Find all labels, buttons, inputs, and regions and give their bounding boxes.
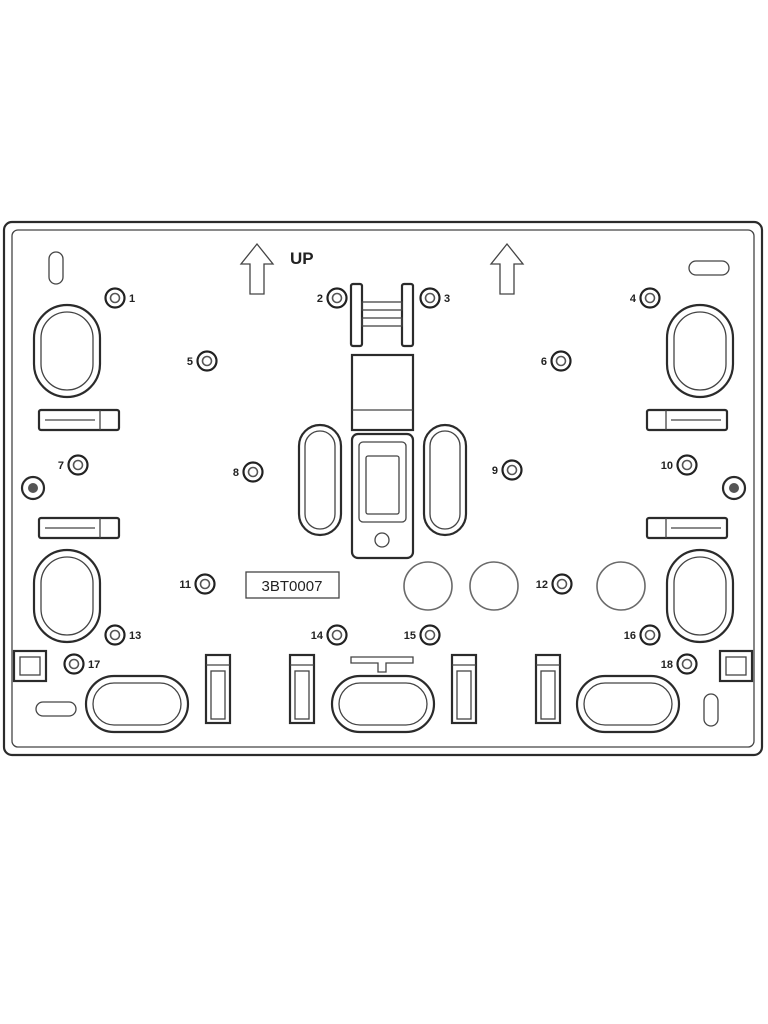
screw-hole-label: 17 [88, 659, 100, 671]
screw-hole-16: 16 [624, 624, 661, 646]
screw-hole-7: 7 [58, 454, 89, 476]
screw-hole-label: 11 [179, 579, 191, 591]
part-code-box [245, 571, 340, 599]
oval-cutout [297, 423, 343, 537]
oval-cutout [330, 674, 436, 734]
knockout-circle [403, 561, 453, 611]
screw-hole-label: 7 [58, 460, 64, 472]
screw-hole-label: 18 [661, 659, 673, 671]
up-label: UP [290, 249, 314, 268]
corner-tab [718, 649, 754, 683]
screw-hole-label: 4 [630, 293, 637, 305]
hinge-bracket [349, 282, 415, 348]
screw-hole-label: 1 [129, 293, 135, 305]
screw-hole-10: 10 [661, 454, 698, 476]
part-code: 3BT0007 [262, 578, 323, 595]
oval-cutout [32, 303, 102, 399]
screw-hole-17: 17 [63, 653, 100, 675]
slot-bottom-right [703, 693, 719, 727]
knockout-circle [596, 561, 646, 611]
plate-inner-edge [11, 229, 755, 748]
screw-hole-label: 12 [536, 579, 548, 591]
screw-hole-11: 11 [179, 573, 216, 595]
knockout-circle [469, 561, 519, 611]
screw-hole-label: 6 [541, 356, 547, 368]
bottom-clip [288, 653, 316, 725]
screw-hole-label: 8 [233, 467, 239, 479]
bottom-clip [450, 653, 478, 725]
screw-hole-8: 8 [233, 461, 264, 483]
oval-cutout [575, 674, 681, 734]
bottom-clip [204, 653, 232, 725]
screw-hole-3: 3 [419, 287, 450, 309]
oval-cutout [665, 303, 735, 399]
oval-cutout [84, 674, 190, 734]
edge-pivot [20, 475, 46, 501]
slot-top-right [688, 260, 730, 276]
up-arrow-icon [239, 242, 275, 295]
oval-cutout [32, 548, 102, 644]
side-clip [645, 408, 729, 432]
oval-cutout [422, 423, 468, 537]
central-module-housing [350, 353, 415, 560]
screw-hole-label: 9 [492, 465, 498, 477]
side-clip [645, 516, 729, 540]
screw-hole-12: 12 [536, 573, 573, 595]
corner-tab [12, 649, 48, 683]
screw-hole-label: 15 [404, 630, 416, 642]
screw-hole-14: 14 [311, 624, 348, 646]
screw-hole-4: 4 [630, 287, 661, 309]
t-tab [350, 656, 414, 673]
screw-hole-15: 15 [404, 624, 441, 646]
slot-top-left [48, 251, 64, 285]
screw-hole-label: 10 [661, 460, 673, 472]
plate-outer-edge [2, 220, 764, 757]
screw-hole-6: 6 [541, 350, 572, 372]
screw-hole-1: 1 [104, 287, 135, 309]
screw-hole-label: 2 [317, 293, 323, 305]
side-clip [37, 516, 121, 540]
screw-hole-label: 3 [444, 293, 450, 305]
screw-hole-18: 18 [661, 653, 698, 675]
screw-hole-label: 5 [187, 356, 193, 368]
screw-hole-13: 13 [104, 624, 141, 646]
side-clip [37, 408, 121, 432]
slot-bottom-left [35, 701, 77, 717]
up-arrow-icon [489, 242, 525, 295]
screw-hole-label: 14 [311, 630, 324, 642]
screw-hole-label: 16 [624, 630, 636, 642]
screw-hole-9: 9 [492, 459, 523, 481]
screw-hole-label: 13 [129, 630, 141, 642]
screw-hole-5: 5 [187, 350, 218, 372]
screw-hole-2: 2 [317, 287, 348, 309]
oval-cutout [665, 548, 735, 644]
edge-pivot [721, 475, 747, 501]
bottom-clip [534, 653, 562, 725]
